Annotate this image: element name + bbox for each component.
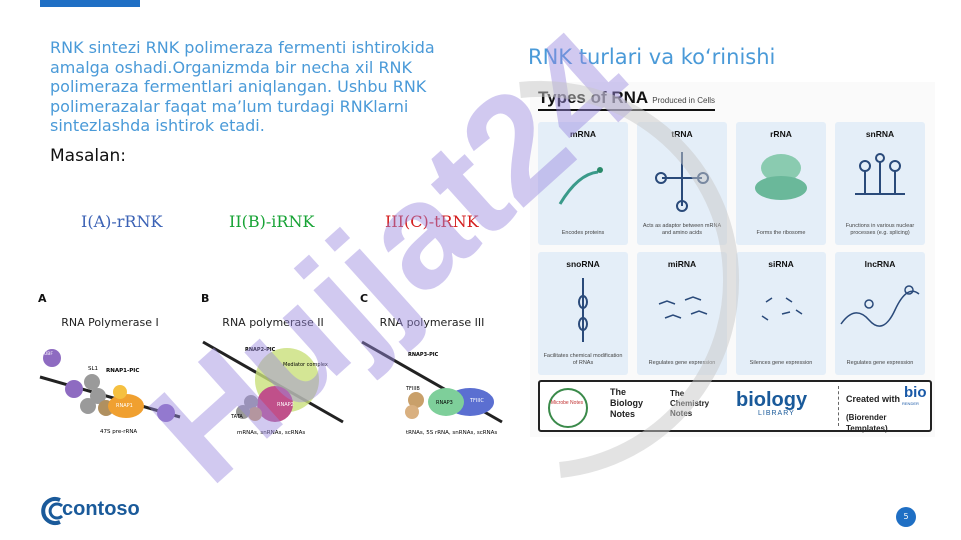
logo-line: Notes: [670, 409, 693, 418]
contoso-wordmark: contoso: [62, 498, 140, 520]
ubf-label: UBF: [44, 352, 53, 357]
card-snorna: snoRNA Facilitates chemical modification…: [538, 252, 628, 375]
panel-letter: A: [38, 292, 47, 305]
footer-divider: [838, 386, 839, 426]
polymerase-figure: A RNA Polymerase I SL1 RNAP1-PIC UBF RNA…: [30, 292, 510, 452]
microbe-notes-logo: [548, 388, 588, 428]
card-desc: Acts as adaptor between mRNA and amino a…: [642, 223, 722, 236]
card-mirna: miRNA Regulates gene expression: [637, 252, 727, 375]
card-rrna: rRNA Forms the ribosome: [736, 122, 826, 245]
logo-line: Notes: [610, 409, 636, 419]
rnap2-diagram: [202, 340, 344, 424]
card-desc: Silences gene expression: [749, 360, 813, 366]
enzyme-label: RNAP3: [436, 400, 453, 406]
card-mrna: mRNA Encodes proteins: [538, 122, 628, 245]
polymerase-2-label: II(B)-iRNK: [229, 212, 315, 231]
card-name: snoRNA: [566, 259, 600, 269]
complex-label: RNAP2-PIC: [245, 347, 276, 353]
panel-a: A RNA Polymerase I SL1 RNAP1-PIC UBF RNA…: [30, 292, 190, 452]
example-label: Masalan:: [50, 146, 127, 166]
lncrna-icon: [840, 285, 920, 327]
card-lncrna: lncRNA Regulates gene expression: [835, 252, 925, 375]
logo-line: The: [670, 389, 685, 398]
snorna-icon: [578, 278, 588, 342]
card-desc: Forms the ribosome: [756, 230, 806, 236]
card-name: rRNA: [770, 129, 792, 139]
sirna-icon: [761, 297, 803, 321]
snrna-icon: [855, 153, 905, 195]
card-name: tRNA: [671, 129, 693, 139]
panel-letter: B: [201, 292, 210, 305]
biorender-sub: RENDER: [902, 401, 919, 406]
top-accent-bar: [40, 0, 140, 7]
panel-letter: C: [360, 292, 369, 305]
logo-line: The: [610, 387, 627, 397]
rnap3-diagram: [361, 340, 503, 424]
panel-b: B RNA polymerase II RNAP2-PIC Mediator c…: [193, 292, 353, 452]
mirna-icon: [658, 296, 708, 319]
tata-label: TATA: [231, 414, 243, 420]
intro-paragraph: RNK sintezi RNK polimeraza fermenti isht…: [50, 38, 435, 135]
tfiiic-label: TFIIIC: [470, 398, 484, 404]
panel-c: C RNA polymerase III RNAP3-PIC TFIIIB RN…: [352, 292, 512, 452]
right-title: RNK turlari va ko‘rinishi: [528, 45, 776, 69]
panel-title: RNA Polymerase I: [61, 316, 159, 329]
card-name: lncRNA: [864, 259, 896, 269]
card-desc: Facilitates chemical modification of RNA…: [543, 353, 623, 366]
infographic-subtitle: Produced in Cells: [652, 96, 715, 105]
complex-label: RNAP3-PIC: [408, 352, 439, 358]
biology-library-sub: LIBRARY: [758, 410, 795, 417]
card-desc: Regulates gene expression: [846, 360, 914, 366]
card-desc: Regulates gene expression: [648, 360, 716, 366]
rrna-icon: [755, 154, 807, 200]
card-sirna: siRNA Silences gene expression: [736, 252, 826, 375]
logo-line: Chemistry: [670, 399, 710, 408]
card-name: mRNA: [570, 129, 596, 139]
card-desc: Functions in various nuclear processes (…: [845, 223, 915, 236]
templates-label: (Biorender Templates): [846, 413, 888, 433]
card-desc: Encodes proteins: [561, 230, 605, 236]
page-number-badge: 5: [896, 507, 916, 527]
infographic-title-text: Types of RNA: [538, 88, 648, 107]
panel-title: RNA polymerase II: [222, 316, 324, 329]
biology-library-logo: biology: [736, 389, 808, 411]
product-label: mRNAs, snRNAs, scRNAs: [237, 430, 306, 436]
product-label: 47S pre-rRNA: [100, 429, 138, 435]
contoso-logo: contoso: [38, 494, 140, 528]
enzyme-label: RNAP2: [277, 402, 294, 408]
created-with-label: Created with: [846, 394, 901, 404]
polymerase-3-label: III(C)-tRNK: [385, 212, 479, 231]
card-name: siRNA: [768, 259, 794, 269]
rnap1-diagram: [39, 349, 181, 422]
complex-label: RNAP1-PIC: [106, 368, 140, 374]
polymerase-1-label: I(A)-rRNK: [81, 212, 163, 231]
contoso-mark-icon: [41, 497, 64, 525]
mediator-label: Mediator complex: [283, 362, 328, 368]
panel-title: RNA polymerase III: [379, 316, 485, 329]
biology-notes-logo: The Biology Notes: [610, 387, 643, 420]
card-snrna: snRNA Functions in various nuclear proce…: [835, 122, 925, 245]
microbe-notes-text: Microbe Notes: [550, 400, 584, 406]
logo-line: Biology: [610, 398, 643, 408]
card-trna: tRNA Acts as adaptor between mRNA and am…: [637, 122, 727, 245]
card-name: miRNA: [667, 259, 697, 269]
product-label: tRNAs, 5S rRNA, snRNAs, scRNAs: [406, 430, 498, 436]
infographic-footer: Microbe Notes The Biology Notes The Chem…: [538, 380, 932, 433]
card-name: snRNA: [865, 129, 895, 139]
tfiiib-label: TFIIIB: [406, 386, 420, 392]
enzyme-label: RNAP1: [116, 403, 133, 409]
mrna-icon: [558, 167, 603, 205]
types-of-rna-infographic: Types of RNA Produced in Cells mRNA Enco…: [530, 82, 935, 437]
biorender-logo: bio: [904, 384, 927, 401]
trna-icon: [655, 152, 709, 212]
sl1-label: SL1: [88, 366, 99, 372]
chemistry-notes-logo: The Chemistry Notes: [670, 389, 709, 419]
infographic-title: Types of RNA Produced in Cells: [538, 88, 715, 111]
